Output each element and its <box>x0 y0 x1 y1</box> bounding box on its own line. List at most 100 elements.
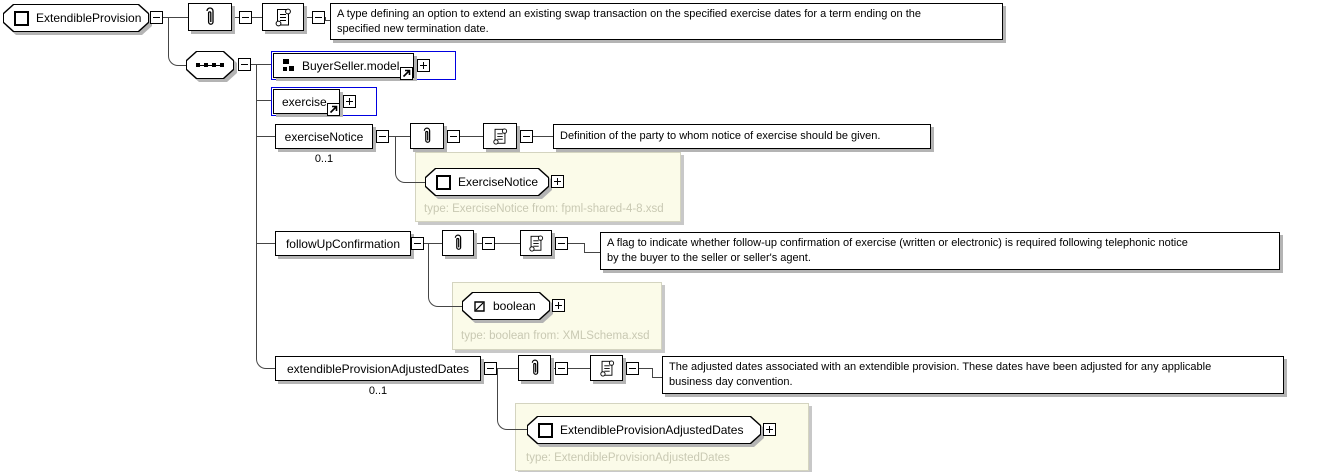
documentation-text: Definition of the party to whom notice o… <box>553 124 931 149</box>
connector-curve <box>428 243 463 307</box>
collapse-toggle[interactable] <box>312 11 325 24</box>
collapse-toggle[interactable] <box>447 130 460 143</box>
element-label: followUpConfirmation <box>285 236 401 251</box>
documentation-text: The adjusted dates associated with an ex… <box>662 356 1284 394</box>
type-label: boolean <box>493 299 536 313</box>
northeast-arrow-icon[interactable] <box>400 67 413 80</box>
documentation-node[interactable] <box>590 355 623 381</box>
root-type-label: ExtendibleProvision <box>36 11 142 25</box>
type-node-exercise-notice[interactable]: ExerciseNotice <box>425 168 549 196</box>
paperclip-icon <box>451 232 465 254</box>
connector-line <box>256 136 276 137</box>
connector-line <box>444 136 448 137</box>
connector-curve <box>395 136 426 183</box>
connector-line <box>304 17 312 18</box>
type-note-text: type: boolean from: XMLSchema.xsd <box>461 330 650 342</box>
documentation-node[interactable] <box>520 230 552 256</box>
root-documentation-text: A type defining an option to extend an e… <box>330 3 1003 40</box>
scroll-icon <box>598 358 616 379</box>
type-label: ExtendibleProvisionAdjustedDates <box>560 423 744 437</box>
collapse-toggle[interactable] <box>555 362 568 375</box>
element-label: exercise <box>282 94 327 109</box>
model-group-node-buyerseller[interactable]: BuyerSeller.model <box>273 53 414 80</box>
complex-type-icon <box>14 10 29 26</box>
connector-curve <box>256 343 277 369</box>
connector-line <box>474 243 482 244</box>
connector-line <box>639 368 653 369</box>
connector-line <box>494 243 520 244</box>
collapse-toggle[interactable] <box>239 11 252 24</box>
type-label: ExerciseNotice <box>458 175 539 189</box>
connector-line <box>232 17 239 18</box>
sequence-compositor-node[interactable] <box>186 51 234 79</box>
expand-toggle[interactable] <box>763 423 776 436</box>
connector-curve <box>168 17 187 66</box>
paperclip-icon <box>528 357 542 379</box>
connector-line <box>652 377 663 378</box>
scroll-icon <box>491 126 509 147</box>
expand-toggle[interactable] <box>417 59 430 72</box>
collapse-toggle[interactable] <box>626 362 639 375</box>
connector-line <box>460 136 483 137</box>
northeast-arrow-icon[interactable] <box>327 103 340 116</box>
expand-toggle[interactable] <box>552 299 565 312</box>
complex-type-icon <box>538 422 553 438</box>
cardinality-label: 0..1 <box>314 153 334 165</box>
scroll-icon <box>527 233 545 254</box>
annotation-node[interactable] <box>442 230 474 256</box>
connector-line <box>584 243 585 252</box>
documentation-node[interactable] <box>483 123 517 149</box>
connector-curve <box>497 368 529 430</box>
documentation-node[interactable] <box>262 3 304 31</box>
type-node-extendible-provision-adjusted-dates[interactable]: ExtendibleProvisionAdjustedDates <box>527 416 761 444</box>
type-note-text: type: ExtendibleProvisionAdjustedDates <box>526 452 730 464</box>
collapse-toggle[interactable] <box>482 237 495 250</box>
annotation-node[interactable] <box>518 355 551 381</box>
sequence-icon <box>196 63 224 67</box>
collapse-toggle[interactable] <box>238 58 251 71</box>
paperclip-icon <box>420 125 434 147</box>
connector-line <box>247 64 272 65</box>
connector-line <box>325 20 331 21</box>
element-node-exercise-notice[interactable]: exerciseNotice <box>275 124 373 149</box>
connector-line <box>533 136 554 137</box>
simple-type-icon <box>473 300 486 313</box>
model-group-icon <box>282 59 295 72</box>
connector-line <box>256 243 276 244</box>
cardinality-label: 0..1 <box>368 385 388 397</box>
connector-trunk <box>256 64 257 343</box>
connector-line <box>552 243 556 244</box>
complex-type-icon <box>436 174 451 190</box>
connector-line <box>652 368 653 377</box>
connector-line <box>325 17 326 21</box>
collapse-toggle[interactable] <box>376 130 389 143</box>
connector-line <box>252 17 262 18</box>
annotation-node[interactable] <box>410 123 444 149</box>
root-type-node[interactable]: ExtendibleProvision <box>3 4 149 32</box>
scroll-icon <box>273 6 293 29</box>
collapse-toggle[interactable] <box>555 237 568 250</box>
element-node-extendible-provision-adjusted-dates[interactable]: extendibleProvisionAdjustedDates <box>275 356 481 381</box>
collapse-toggle[interactable] <box>484 362 497 375</box>
element-node-exercise[interactable]: exercise <box>273 89 340 116</box>
collapse-toggle[interactable] <box>520 130 533 143</box>
annotation-node[interactable] <box>188 3 232 31</box>
expand-toggle[interactable] <box>343 95 356 108</box>
connector-line <box>584 252 601 253</box>
model-group-label: BuyerSeller.model <box>302 58 400 73</box>
collapse-toggle[interactable] <box>150 11 163 24</box>
type-node-boolean[interactable]: boolean <box>462 292 550 320</box>
paperclip-icon <box>202 5 218 29</box>
element-node-follow-up-confirmation[interactable]: followUpConfirmation <box>275 231 411 256</box>
connector-line <box>256 100 272 101</box>
documentation-text: A flag to indicate whether follow-up con… <box>600 232 1280 270</box>
connector-line <box>623 368 627 369</box>
expand-toggle[interactable] <box>551 175 564 188</box>
connector-line <box>551 368 556 369</box>
connector-line <box>517 136 521 137</box>
type-note-text: type: ExerciseNotice from: fpml-shared-4… <box>424 203 664 215</box>
element-label: extendibleProvisionAdjustedDates <box>286 361 470 376</box>
collapse-toggle[interactable] <box>411 237 424 250</box>
connector-line <box>568 368 590 369</box>
